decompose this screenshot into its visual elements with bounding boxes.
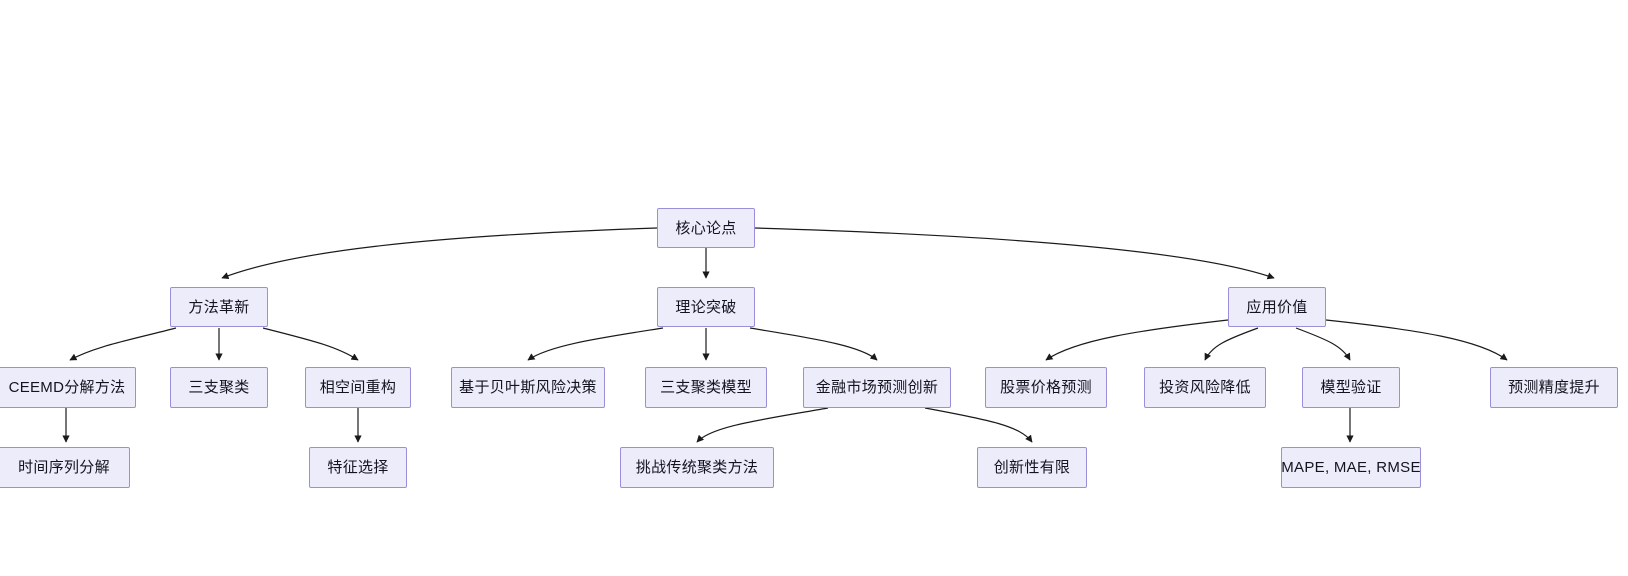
node-challenge-traditional[interactable]: 挑战传统聚类方法 — [620, 447, 774, 488]
edge-application-to-accuracy — [1325, 319, 1508, 361]
edge-application-to-stock — [1045, 319, 1229, 361]
node-metrics-label: MAPE, MAE, RMSE — [1281, 459, 1421, 476]
node-feature-selection-label: 特征选择 — [327, 459, 389, 476]
node-ceemd[interactable]: CEEMD分解方法 — [0, 367, 136, 408]
node-model-validation-label: 模型验证 — [1320, 379, 1382, 396]
node-challenge-traditional-label: 挑战传统聚类方法 — [635, 459, 759, 476]
edge-finance-to-limited — [924, 407, 1033, 443]
node-accuracy-improve[interactable]: 预测精度提升 — [1490, 367, 1618, 408]
node-finance-innovation[interactable]: 金融市场预测创新 — [803, 367, 951, 408]
node-limited-novelty[interactable]: 创新性有限 — [977, 447, 1087, 488]
node-accuracy-improve-label: 预测精度提升 — [1508, 379, 1600, 396]
edge-application-to-risk — [1204, 327, 1259, 361]
node-bayes-risk-label: 基于贝叶斯风险决策 — [459, 379, 597, 396]
node-model-validation[interactable]: 模型验证 — [1302, 367, 1400, 408]
edge-method-to-ceemd — [69, 327, 177, 361]
edge-root-to-application — [754, 227, 1275, 280]
node-bayes-risk[interactable]: 基于贝叶斯风险决策 — [451, 367, 605, 408]
node-three-way-clustering-label: 三支聚类 — [188, 379, 250, 396]
node-branch-method-label: 方法革新 — [188, 298, 250, 316]
node-feature-selection[interactable]: 特征选择 — [309, 447, 407, 488]
edge-theory-to-bayes — [527, 327, 664, 361]
edge-application-to-validation — [1295, 327, 1351, 361]
edge-method-to-phasespace — [262, 327, 359, 361]
node-stock-forecast-label: 股票价格预测 — [1000, 379, 1092, 396]
edge-finance-to-challenge — [696, 407, 829, 443]
node-finance-innovation-label: 金融市场预测创新 — [815, 379, 939, 396]
node-phase-space[interactable]: 相空间重构 — [305, 367, 411, 408]
node-branch-theory[interactable]: 理论突破 — [657, 287, 755, 327]
node-branch-application-label: 应用价值 — [1246, 298, 1308, 316]
node-branch-application[interactable]: 应用价值 — [1228, 287, 1326, 327]
node-three-way-model-label: 三支聚类模型 — [660, 379, 752, 396]
node-timeseries-decomp-label: 时间序列分解 — [18, 459, 110, 476]
node-root[interactable]: 核心论点 — [657, 208, 755, 248]
node-timeseries-decomp[interactable]: 时间序列分解 — [0, 447, 130, 488]
edge-theory-to-finance — [749, 327, 878, 361]
node-risk-reduction[interactable]: 投资风险降低 — [1144, 367, 1266, 408]
node-limited-novelty-label: 创新性有限 — [993, 459, 1071, 476]
node-three-way-clustering[interactable]: 三支聚类 — [170, 367, 268, 408]
edge-root-to-method — [221, 227, 658, 280]
node-phase-space-label: 相空间重构 — [319, 379, 397, 396]
node-root-label: 核心论点 — [675, 219, 737, 237]
node-branch-theory-label: 理论突破 — [675, 298, 737, 316]
node-three-way-model[interactable]: 三支聚类模型 — [645, 367, 767, 408]
node-risk-reduction-label: 投资风险降低 — [1159, 379, 1251, 396]
node-metrics[interactable]: MAPE, MAE, RMSE — [1281, 447, 1421, 488]
node-branch-method[interactable]: 方法革新 — [170, 287, 268, 327]
node-stock-forecast[interactable]: 股票价格预测 — [985, 367, 1107, 408]
node-ceemd-label: CEEMD分解方法 — [8, 379, 126, 396]
